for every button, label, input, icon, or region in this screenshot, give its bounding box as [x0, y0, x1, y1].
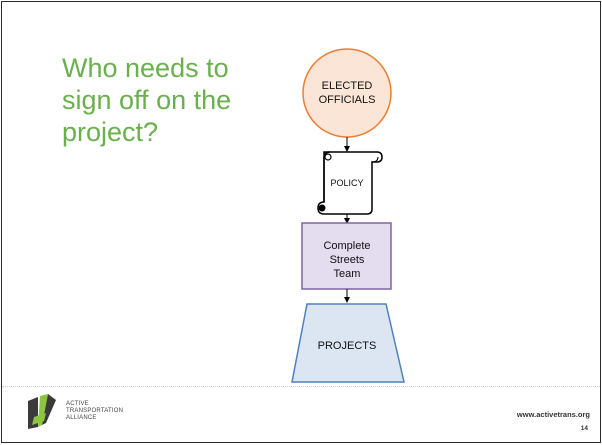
logo-line-3: ALLIANCE [66, 415, 97, 421]
node-complete-streets-team: Complete Streets Team [301, 222, 392, 290]
elected-label-line1: ELECTED [322, 80, 373, 92]
footer-url: www.activetrans.org [516, 410, 590, 419]
node-policy: POLICY [317, 151, 383, 215]
logo-wordmark: ACTIVE TRANSPORTATION ALLIANCE [66, 401, 123, 422]
elected-label-line2: OFFICIALS [319, 94, 376, 106]
slide-title: Who needs to sign off on the project? [62, 53, 232, 147]
team-label-line3: Team [334, 268, 361, 280]
flow-diagram: ELECTED OFFICIALS POLICY Complete Street… [291, 48, 405, 383]
footer-divider [2, 386, 600, 387]
policy-label: POLICY [330, 178, 363, 188]
node-projects: PROJECTS [291, 303, 405, 383]
projects-label: PROJECTS [318, 340, 377, 352]
active-transportation-alliance-logo [28, 394, 56, 429]
team-label-line1: Complete [323, 240, 370, 252]
node-elected-officials: ELECTED OFFICIALS [302, 48, 392, 138]
page-number: 14 [580, 425, 588, 432]
logo-line-2: TRANSPORTATION [66, 408, 124, 414]
logo-line-1: ACTIVE [66, 401, 89, 407]
team-label-line2: Streets [330, 254, 365, 266]
